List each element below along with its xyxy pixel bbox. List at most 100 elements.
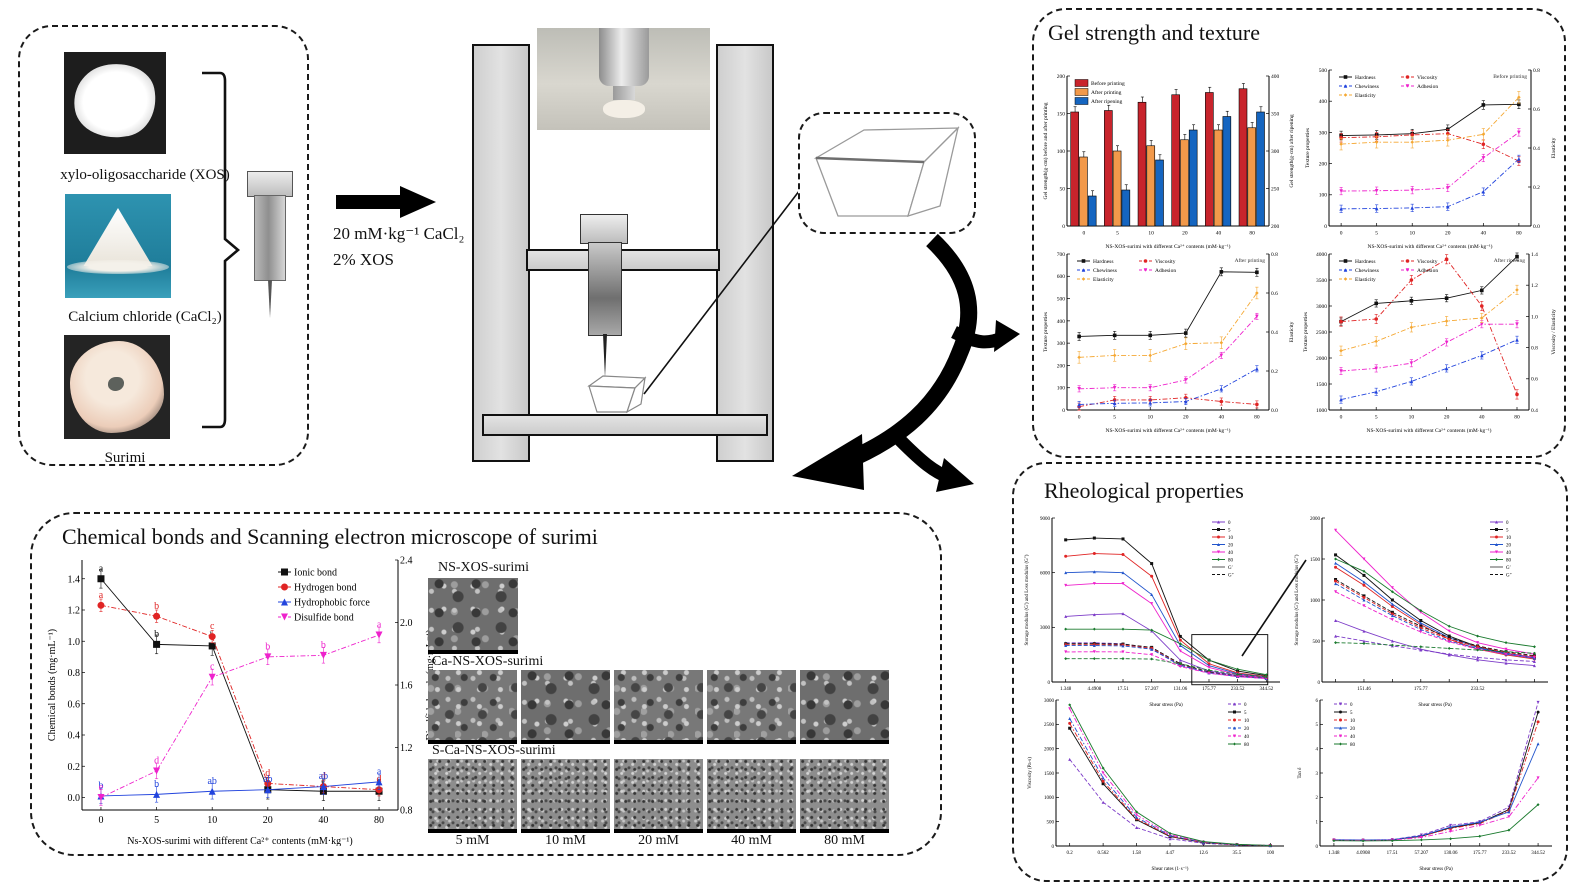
svg-text:a: a	[99, 590, 104, 601]
rheology-panel-title: Rheological properties	[1044, 478, 1244, 503]
svg-text:Viscosity / Elasticity: Viscosity / Elasticity	[1551, 309, 1557, 355]
svg-text:10: 10	[1409, 415, 1415, 421]
svg-text:d: d	[154, 755, 159, 766]
svg-text:3: 3	[1316, 772, 1319, 777]
svg-text:100: 100	[1057, 386, 1066, 392]
svg-text:Chewiness: Chewiness	[1093, 268, 1117, 274]
svg-text:1.0: 1.0	[1531, 314, 1538, 320]
svg-text:40: 40	[1350, 735, 1356, 740]
svg-text:10: 10	[1409, 231, 1415, 237]
svg-text:5: 5	[1375, 231, 1378, 237]
svg-text:5: 5	[1228, 528, 1231, 533]
svg-text:1: 1	[1316, 820, 1319, 825]
sem-image	[521, 759, 610, 833]
svg-text:175.77: 175.77	[1202, 687, 1216, 692]
svg-text:0.2: 0.2	[1533, 185, 1540, 191]
printer-syringe-cap	[580, 214, 628, 244]
sem-col-label: 40 mM	[731, 833, 772, 848]
svg-text:Viscosity (Pa·s): Viscosity (Pa·s)	[1028, 757, 1033, 789]
svg-text:0.0: 0.0	[1271, 408, 1278, 414]
svg-text:Viscosity: Viscosity	[1417, 75, 1438, 81]
ingredients-panel: xylo-oligosaccharide (XOS) Calcium chlor…	[18, 25, 309, 466]
branching-arrows-icon	[792, 233, 1020, 492]
svg-text:200: 200	[1319, 162, 1328, 168]
svg-text:Ns-XOS-surimi with different C: Ns-XOS-surimi with different Ca²⁺ conten…	[127, 836, 353, 846]
sem-image	[800, 670, 889, 744]
svg-text:Tan δ: Tan δ	[1298, 767, 1303, 779]
svg-text:20: 20	[1445, 231, 1451, 237]
condition-line1: 20 mM·kg⁻¹ CaCl₂	[333, 224, 465, 243]
svg-text:G′: G′	[1228, 566, 1233, 571]
printer-needle	[603, 334, 607, 378]
sem-col-label: 20 mM	[638, 833, 679, 848]
xos-label: xylo-oligosaccharide (XOS)	[60, 167, 230, 183]
svg-text:0.4: 0.4	[1271, 330, 1278, 336]
svg-text:0: 0	[1048, 681, 1051, 686]
svg-text:600: 600	[1057, 274, 1066, 280]
svg-text:4: 4	[1316, 747, 1319, 752]
sem-image	[428, 670, 517, 744]
svg-text:20: 20	[1244, 727, 1250, 732]
svg-text:0.562: 0.562	[1097, 851, 1109, 856]
svg-text:ab: ab	[263, 774, 272, 785]
svg-text:4.47: 4.47	[1166, 851, 1175, 856]
svg-text:0.8: 0.8	[1533, 68, 1540, 74]
sem-image	[521, 670, 610, 744]
sem-image	[707, 670, 796, 744]
svg-text:Elasticity: Elasticity	[1355, 277, 1376, 283]
svg-text:After printing: After printing	[1091, 89, 1122, 96]
svg-text:ab: ab	[207, 776, 216, 787]
svg-text:20: 20	[263, 815, 273, 826]
svg-text:0.8: 0.8	[1531, 346, 1538, 352]
svg-text:0.4: 0.4	[1533, 146, 1540, 152]
grouping-brace	[202, 71, 241, 429]
sem-image	[707, 759, 796, 833]
svg-text:After printing: After printing	[1235, 257, 1266, 264]
svg-text:Storage modulus (G′) and Loss: Storage modulus (G′) and Loss modulus (G…	[1295, 554, 1300, 645]
chart-chemical-bonds: 0.00.20.40.60.81.01.21.40.81.21.62.02.40…	[47, 556, 436, 847]
svg-text:5: 5	[1316, 723, 1319, 728]
svg-text:2000: 2000	[1316, 356, 1327, 362]
svg-text:Texture properties: Texture properties	[1303, 312, 1309, 352]
svg-text:e: e	[99, 782, 104, 793]
svg-text:1.0: 1.0	[68, 637, 81, 648]
sem-image	[800, 759, 889, 833]
svg-text:233.52: 233.52	[1471, 687, 1485, 692]
svg-text:40: 40	[1219, 415, 1225, 421]
svg-text:Texture properties: Texture properties	[1305, 128, 1311, 168]
svg-text:0: 0	[1082, 231, 1085, 237]
sem-row3-label: S-Ca-NS-XOS-surimi	[432, 743, 556, 758]
svg-text:0.4: 0.4	[1531, 408, 1538, 414]
svg-text:0.6: 0.6	[1271, 291, 1278, 297]
svg-text:500: 500	[1047, 820, 1055, 825]
svg-text:After ripening: After ripening	[1494, 257, 1526, 264]
svg-text:500: 500	[1313, 640, 1321, 645]
svg-text:151.46: 151.46	[1357, 687, 1371, 692]
svg-text:Adhesion: Adhesion	[1417, 268, 1438, 274]
svg-text:1.6: 1.6	[400, 681, 413, 692]
svg-text:5: 5	[1350, 711, 1353, 716]
svg-text:a: a	[377, 620, 382, 631]
surimi-label: Surimi	[104, 450, 146, 466]
svg-text:G″: G″	[1506, 573, 1512, 578]
svg-text:175.77: 175.77	[1473, 851, 1487, 856]
svg-text:20: 20	[1350, 727, 1356, 732]
svg-text:Chewiness: Chewiness	[1355, 268, 1379, 274]
svg-text:Shear stress (Pa): Shear stress (Pa)	[1149, 703, 1183, 708]
zoom-connector-line	[1241, 559, 1307, 657]
svg-text:500: 500	[1319, 68, 1328, 74]
printer-left-pillar	[472, 44, 530, 462]
svg-text:0: 0	[1062, 408, 1065, 414]
svg-text:0.2: 0.2	[68, 762, 81, 773]
svg-text:100: 100	[1319, 193, 1328, 199]
svg-text:5: 5	[1375, 415, 1378, 421]
svg-text:0.8: 0.8	[1271, 252, 1278, 258]
svg-text:0: 0	[1340, 231, 1343, 237]
svg-text:200: 200	[1057, 363, 1066, 369]
svg-text:10: 10	[1147, 415, 1153, 421]
printed-gel-model	[813, 125, 960, 217]
svg-text:Storage modulus (G′) and Loss: Storage modulus (G′) and Loss modulus (G…	[1025, 554, 1030, 645]
